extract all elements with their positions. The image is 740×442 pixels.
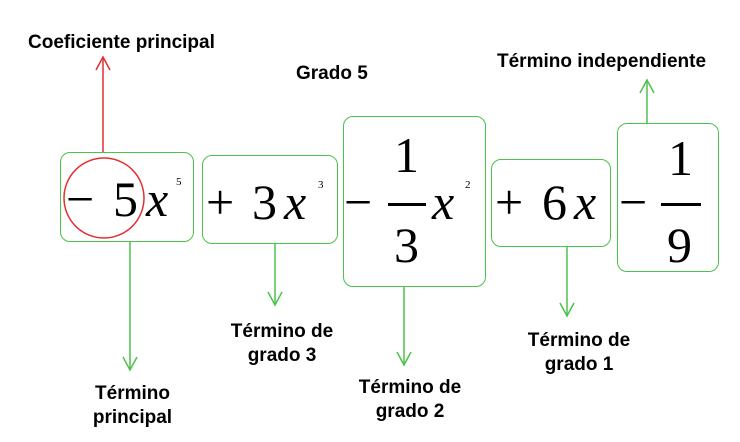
- arrow-leading-term: [122, 242, 138, 372]
- term-degree1-line1: Término de: [527, 330, 631, 351]
- term3-exponent: 2: [465, 179, 471, 191]
- arrow-degree3: [267, 244, 283, 307]
- term2-variable: x: [284, 174, 307, 230]
- term3-sign: −: [344, 174, 373, 230]
- term5-numerator: 1: [668, 130, 693, 186]
- term-box-degree1: [491, 159, 611, 247]
- term-box-degree2: [343, 116, 486, 287]
- term-degree2-label: Término de grado 2: [350, 376, 470, 424]
- term3-fraction-bar: [388, 203, 426, 206]
- term5-sign: −: [619, 174, 648, 230]
- term5-denominator: 9: [667, 217, 692, 273]
- leading-term-line2: principal: [92, 407, 173, 428]
- term1-sign: −: [66, 171, 95, 227]
- constant-term-label: Término independiente: [497, 51, 707, 72]
- term3-variable: x: [432, 174, 455, 230]
- term-degree3-line1: Término de: [230, 321, 334, 342]
- term1-exponent: 5: [176, 176, 182, 188]
- leading-term-line1: Término: [95, 383, 170, 404]
- term-degree3-label: Término de grado 3: [222, 320, 342, 368]
- red-arrow-coefficient: [95, 55, 111, 152]
- term-box-constant: [617, 123, 719, 272]
- term-degree2-line1: Término de: [358, 377, 462, 398]
- term3-numerator: 1: [394, 127, 419, 183]
- term-degree1-label: Término de grado 1: [518, 329, 640, 377]
- term4-sign: +: [495, 174, 524, 230]
- term-box-degree3: [202, 155, 338, 244]
- term4-variable: x: [574, 174, 597, 230]
- degree-label: Grado 5: [296, 63, 368, 84]
- term2-sign: +: [206, 174, 235, 230]
- coefficient-circle: [63, 157, 145, 239]
- term-degree1-line2: grado 1: [544, 354, 614, 375]
- term-box-degree5: [60, 152, 194, 242]
- arrow-constant-term: [639, 78, 655, 123]
- term1-coefficient: 5: [113, 171, 138, 227]
- leading-term-label: Término principal: [85, 382, 180, 430]
- term5-fraction-bar: [661, 203, 701, 206]
- term-degree3-line2: grado 3: [247, 345, 317, 366]
- leading-coefficient-label: Coeficiente principal: [28, 32, 215, 53]
- term4-coefficient: 6: [542, 174, 567, 230]
- arrow-degree2: [396, 287, 412, 367]
- term2-coefficient: 3: [252, 174, 277, 230]
- term-degree2-line2: grado 2: [375, 401, 445, 422]
- term3-denominator: 3: [394, 217, 419, 273]
- arrow-degree1: [559, 247, 575, 318]
- term2-exponent: 3: [318, 179, 324, 191]
- term1-variable: x: [146, 171, 169, 227]
